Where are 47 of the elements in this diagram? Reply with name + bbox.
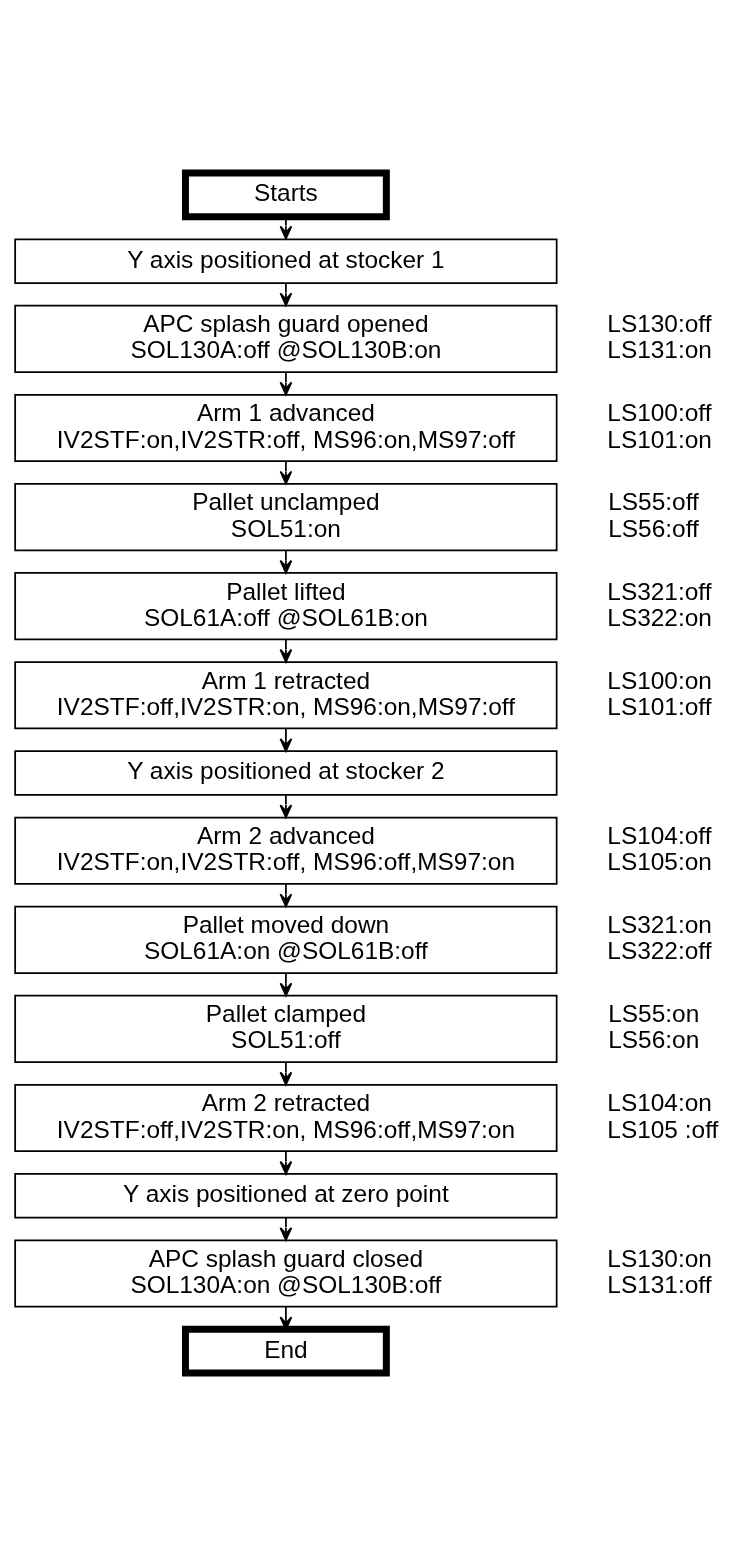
arrow: [279, 727, 293, 752]
node-label: LS56:on: [608, 1025, 700, 1053]
node-box: Y axis positioned at stocker 2: [14, 749, 558, 796]
node-box: Y axis positioned at stocker 1: [14, 238, 558, 284]
node-box: End: [181, 1325, 390, 1376]
node-label: LS104:off: [607, 821, 712, 849]
node-label: LS131:off: [607, 1270, 712, 1298]
node-label: LS55:on: [608, 999, 700, 1027]
node-label: LS101:on: [607, 425, 712, 453]
node-label: LS105 :off: [607, 1115, 719, 1143]
node-box: Pallet lifted SOL61A:off @SOL61B:on: [14, 571, 558, 640]
arrow: [279, 972, 293, 996]
arrow: [279, 371, 293, 396]
node-box: Arm 2 retracted IV2STF:off,IV2STR:on, MS96:off,MS97:on: [14, 1083, 558, 1152]
node-box: Starts: [181, 169, 390, 220]
arrow: [279, 638, 293, 663]
node-box: Pallet unclamped SOL51:on: [14, 482, 558, 551]
node-label: LS131:on: [607, 335, 712, 363]
node-label: LS322:off: [607, 936, 712, 964]
arrow: [279, 883, 293, 907]
node-label: LS100:off: [607, 398, 712, 426]
node-label: LS322:on: [607, 603, 712, 631]
node-label: LS55:off: [608, 487, 699, 515]
arrow: [279, 1150, 293, 1175]
node-label: LS130:off: [607, 309, 712, 337]
node-box: Arm 1 retracted IV2STF:off,IV2STR:on, MS96:on,MS97:off: [14, 660, 558, 729]
node-label: LS321:on: [607, 910, 712, 938]
node-box: Pallet clamped SOL51:off: [14, 994, 558, 1063]
node-label: LS100:on: [607, 666, 712, 694]
node-label: LS130:on: [607, 1244, 712, 1272]
node-box: APC splash guard opened SOL130A:off @SOL130B:on: [14, 304, 558, 373]
arrow: [279, 793, 293, 818]
node-box: Y axis positioned at zero point: [14, 1172, 558, 1218]
arrow: [279, 1061, 293, 1085]
arrow: [279, 460, 293, 485]
node-label: LS321:off: [607, 577, 712, 605]
node-label: LS101:off: [607, 692, 712, 720]
node-box: Pallet moved down SOL61A:on @SOL61B:off: [14, 905, 558, 974]
node-label: LS56:off: [608, 514, 699, 542]
arrow: [279, 549, 293, 574]
arrow: [279, 281, 293, 306]
node-box: APC splash guard closed SOL130A:on @SOL130B:off: [14, 1238, 558, 1307]
node-label: LS105:on: [607, 847, 712, 875]
node-box: Arm 2 advanced IV2STF:on,IV2STR:off, MS96:off,MS97:on: [14, 816, 558, 885]
arrow: [279, 1216, 293, 1241]
node-box: Arm 1 advanced IV2STF:on,IV2STR:off, MS96:on,MS97:off: [14, 393, 558, 462]
node-label: LS104:on: [607, 1088, 712, 1116]
